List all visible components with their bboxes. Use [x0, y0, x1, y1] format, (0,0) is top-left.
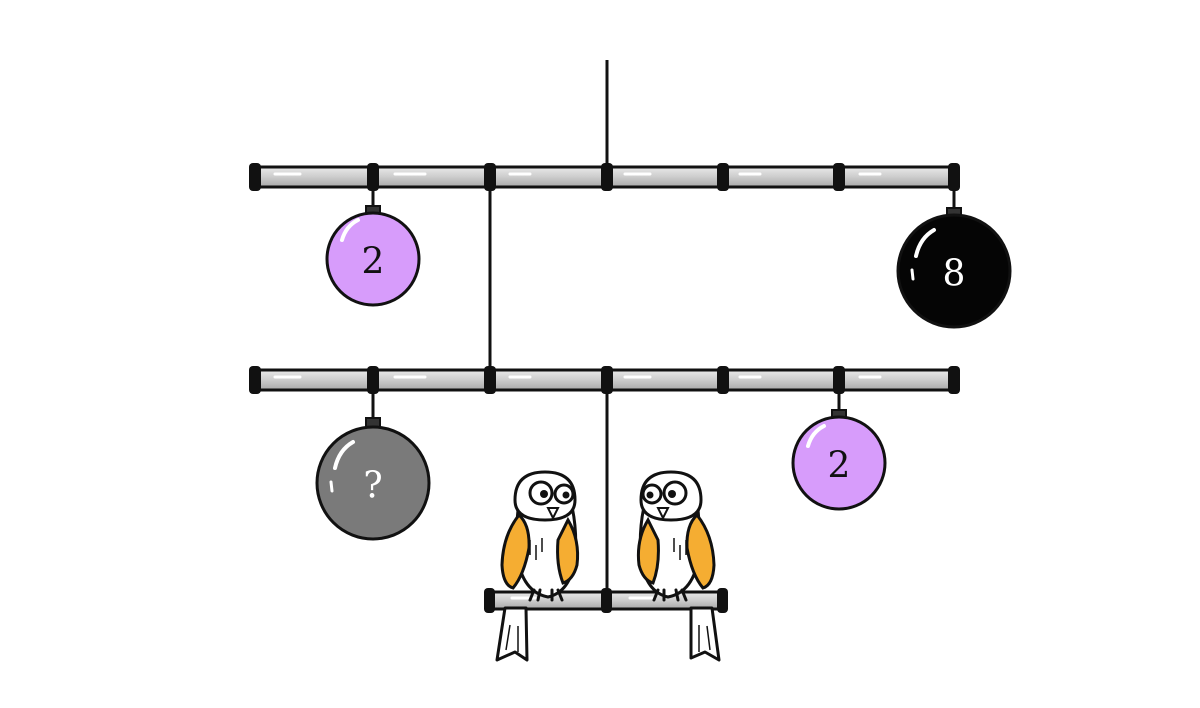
weight-top-right-ball: [896, 213, 1012, 329]
owl-right: [636, 470, 721, 662]
weight-bottom-right-label: 2: [828, 446, 851, 487]
weight-bottom-left-ball: [315, 425, 431, 541]
owl-left: [495, 470, 580, 662]
weight-top-right-label: 8: [943, 254, 966, 295]
weight-top-right: 8: [896, 187, 1012, 329]
top-bar: [249, 163, 960, 191]
weight-top-left-ball: [325, 211, 421, 307]
weight-top-left: 2: [325, 187, 421, 307]
weight-top-left-label: 2: [362, 242, 385, 283]
middle-bar: [249, 366, 960, 394]
weight-bottom-left: ?: [315, 390, 431, 541]
weight-bottom-right-ball: [791, 415, 887, 511]
weight-bottom-left-label: ?: [363, 466, 382, 507]
weight-bottom-right: 2: [791, 390, 887, 511]
